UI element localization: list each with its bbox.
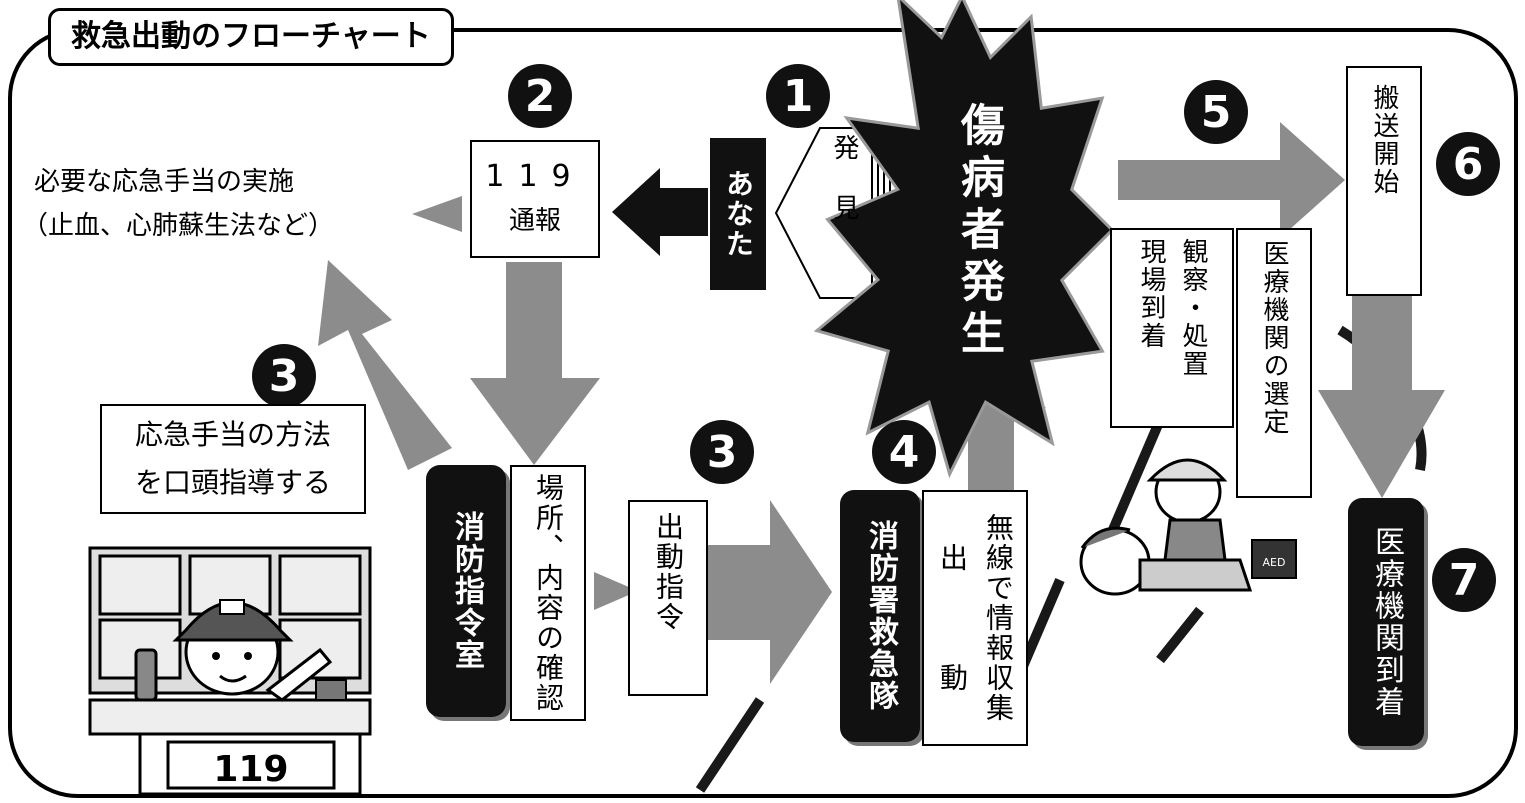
transport-start-box: 搬送開始 bbox=[1346, 66, 1422, 296]
incident-starburst bbox=[813, 0, 1115, 479]
first-aid-line-1: 必要な応急手当の実施 bbox=[34, 167, 295, 197]
arrow-to-first-aid bbox=[318, 260, 452, 470]
diagram-frame bbox=[8, 28, 1518, 798]
call-119-number: 119 bbox=[485, 159, 585, 194]
call-119-text: 通報 bbox=[508, 206, 561, 236]
arrow-to-ambulance bbox=[708, 500, 832, 684]
step-badge-6: 6 bbox=[1436, 132, 1500, 196]
step-badge-3-right: 3 bbox=[690, 420, 754, 484]
step-badge-1: 1 bbox=[766, 64, 830, 128]
dispatch-order-box: 出動指令 bbox=[628, 500, 708, 696]
scene-arrival-box: 観察・処置 現場到着 bbox=[1110, 228, 1234, 428]
step-badge-4: 4 bbox=[872, 420, 936, 484]
confirm-box: 場所、内容の確認 bbox=[510, 465, 586, 721]
rescuer-illustration: AED bbox=[1079, 458, 1297, 596]
operator-illustration bbox=[88, 546, 372, 796]
incident-label: 傷病者発生 bbox=[953, 102, 1004, 362]
hospital-arrival-box: 医療機関到着 bbox=[1348, 498, 1424, 746]
step-badge-2: 2 bbox=[508, 64, 572, 128]
discovery-label: 発見 bbox=[829, 134, 859, 254]
arrow-you-to-119 bbox=[612, 168, 708, 256]
arrow-small-left bbox=[412, 196, 462, 232]
command-room-box: 消防指令室 bbox=[426, 465, 506, 717]
desk-119-label: 119 bbox=[213, 749, 288, 790]
step-badge-5: 5 bbox=[1184, 80, 1248, 144]
instruct-box: 応急手当の方法 を口頭指導する bbox=[100, 404, 366, 514]
arrow-small-right bbox=[594, 572, 638, 610]
first-aid-line-2: （止血、心肺蘇生法など） bbox=[22, 211, 335, 241]
step-badge-3-left: 3 bbox=[252, 344, 316, 408]
radio-info-label: 無線で情報収集 bbox=[982, 513, 1015, 723]
call-119-box: 119 通報 bbox=[470, 140, 600, 258]
radio-departure-box: 無線で情報収集 出 動 bbox=[922, 490, 1028, 746]
arrow-119-to-command bbox=[470, 262, 600, 465]
step-badge-7: 7 bbox=[1432, 548, 1496, 612]
aed-label: AED bbox=[1263, 556, 1286, 569]
arrival-scene-label: 現場到着 bbox=[1136, 238, 1166, 350]
observe-treat-label: 観察・処置 bbox=[1178, 238, 1208, 378]
you-box: あなた bbox=[710, 138, 766, 290]
ambulance-team-box: 消防署救急隊 bbox=[840, 490, 920, 742]
chart-title: 救急出動のフローチャート bbox=[48, 8, 454, 66]
hospital-select-box: 医療機関の選定 bbox=[1236, 228, 1312, 498]
instruct-line-2: を口頭指導する bbox=[134, 466, 331, 499]
instruct-line-1: 応急手当の方法 bbox=[134, 418, 331, 451]
departure-label: 出 動 bbox=[936, 543, 969, 693]
arrow-to-transport bbox=[1118, 122, 1345, 238]
arrow-down-to-hospital bbox=[1318, 295, 1445, 498]
